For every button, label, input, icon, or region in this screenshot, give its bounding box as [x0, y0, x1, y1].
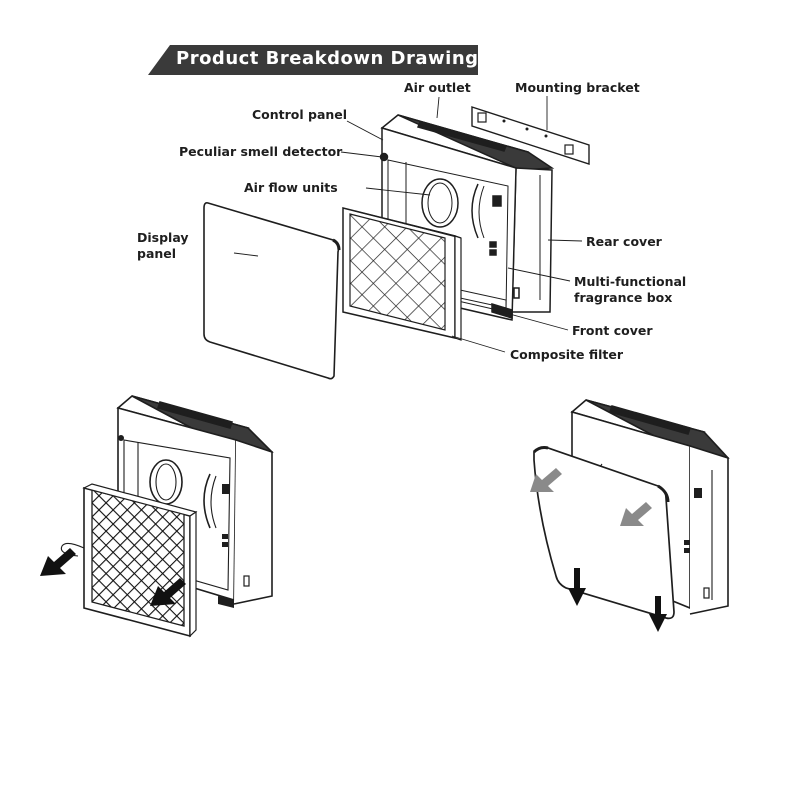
- label-display-panel-line1: Display: [137, 230, 189, 245]
- step1-illustration: [60, 395, 274, 638]
- down-arrow-icon: [568, 568, 586, 606]
- label-display-panel-line2: panel: [137, 246, 177, 261]
- push-arrow-icon: [530, 468, 562, 492]
- label-smell-detector: Peculiar smell detector: [179, 144, 343, 159]
- page-title: Product Breakdown Drawing: [176, 48, 479, 69]
- banner-notch: [148, 45, 170, 75]
- label-air-outlet: Air outlet: [404, 80, 471, 95]
- down-arrow-icon: [649, 596, 667, 632]
- label-control-panel: Control panel: [252, 107, 348, 122]
- leader-lines: [233, 96, 583, 353]
- step2-arrows: [530, 468, 667, 632]
- display-panel: [203, 202, 341, 380]
- step1-arrows: [40, 548, 186, 606]
- step2-illustration: [532, 399, 730, 620]
- label-fragrance-box-line2: fragrance box: [574, 290, 673, 305]
- mounting-bracket: [471, 106, 590, 165]
- label-front-cover: Front cover: [572, 323, 653, 338]
- label-air-flow-units: Air flow units: [244, 180, 338, 195]
- push-arrow-icon: [40, 548, 76, 576]
- push-arrow-icon: [620, 502, 652, 526]
- composite-filter: [342, 207, 462, 341]
- label-fragrance-box-line1: Multi-functional: [574, 274, 687, 289]
- label-mounting-bracket: Mounting bracket: [515, 80, 640, 95]
- label-composite-filter: Composite filter: [510, 347, 624, 362]
- title-banner: Product Breakdown Drawing: [148, 45, 478, 75]
- label-rear-cover: Rear cover: [586, 234, 662, 249]
- push-arrow-icon: [150, 578, 186, 606]
